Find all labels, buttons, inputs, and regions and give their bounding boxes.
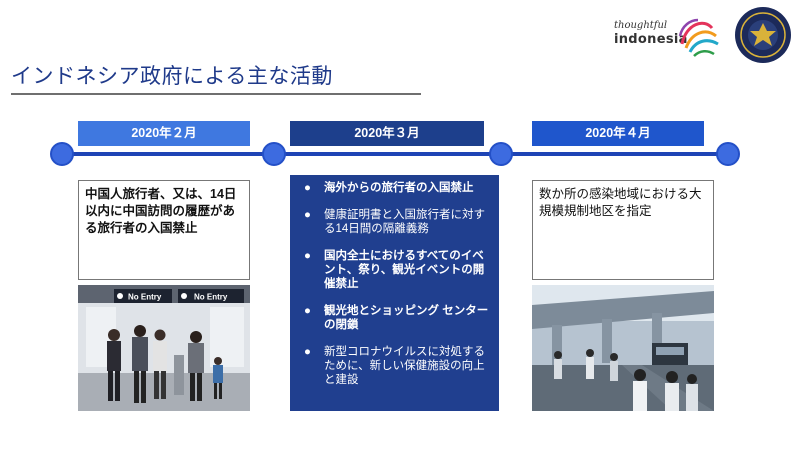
title-underline xyxy=(11,93,421,95)
march-item: ●新型コロナウイルスに対処するために、新しい保健施設の向上と建設 xyxy=(304,346,485,386)
date-tab-march: 2020年３月 xyxy=(290,121,484,146)
timeline-line xyxy=(62,152,730,156)
timeline-node xyxy=(489,142,513,166)
april-text-box: 数か所の感染地域における大規模規制地区を指定 xyxy=(532,180,714,280)
no-entry-sign-right: No Entry xyxy=(194,293,228,302)
road-checkpoint-photo xyxy=(532,285,714,411)
logo-swirl-icon xyxy=(678,18,719,57)
march-item: ●健康証明書と入国旅行者に対する14日間の隔離義務 xyxy=(304,209,485,235)
march-item: ●海外からの旅行者の入国禁止 xyxy=(304,182,474,194)
slide-title: インドネシア政府による主な活動 xyxy=(11,64,333,88)
march-item: ●観光地とショッピング センターの閉鎖 xyxy=(304,305,489,331)
march-item: ●国内全土におけるすべてのイベント、祭り、観光イベントの開催禁止 xyxy=(304,250,485,290)
timeline-node xyxy=(262,142,286,166)
logo-line2: indonesia xyxy=(614,32,688,47)
april-text: 数か所の感染地域における大規模規制地区を指定 xyxy=(539,187,702,218)
february-text-box: 中国人旅行者、又は、14日以内に中国訪問の履歴がある旅行者の入国禁止 xyxy=(78,180,250,280)
timeline-node xyxy=(50,142,74,166)
wonderful-indonesia-logo: thoughtful indonesia xyxy=(612,14,722,62)
march-panel: ●海外からの旅行者の入国禁止 ●健康証明書と入国旅行者に対する14日間の隔離義務… xyxy=(290,175,499,411)
no-entry-sign-left: No Entry xyxy=(128,293,162,302)
government-seal-icon xyxy=(735,7,791,63)
february-text: 中国人旅行者、又は、14日以内に中国訪問の履歴がある旅行者の入国禁止 xyxy=(85,187,237,235)
date-tab-february: 2020年２月 xyxy=(78,121,250,146)
timeline-node xyxy=(716,142,740,166)
date-tab-april: 2020年４月 xyxy=(532,121,704,146)
airport-gate-photo: No Entry No Entry xyxy=(78,285,250,411)
logo-line1: thoughtful xyxy=(614,20,668,31)
